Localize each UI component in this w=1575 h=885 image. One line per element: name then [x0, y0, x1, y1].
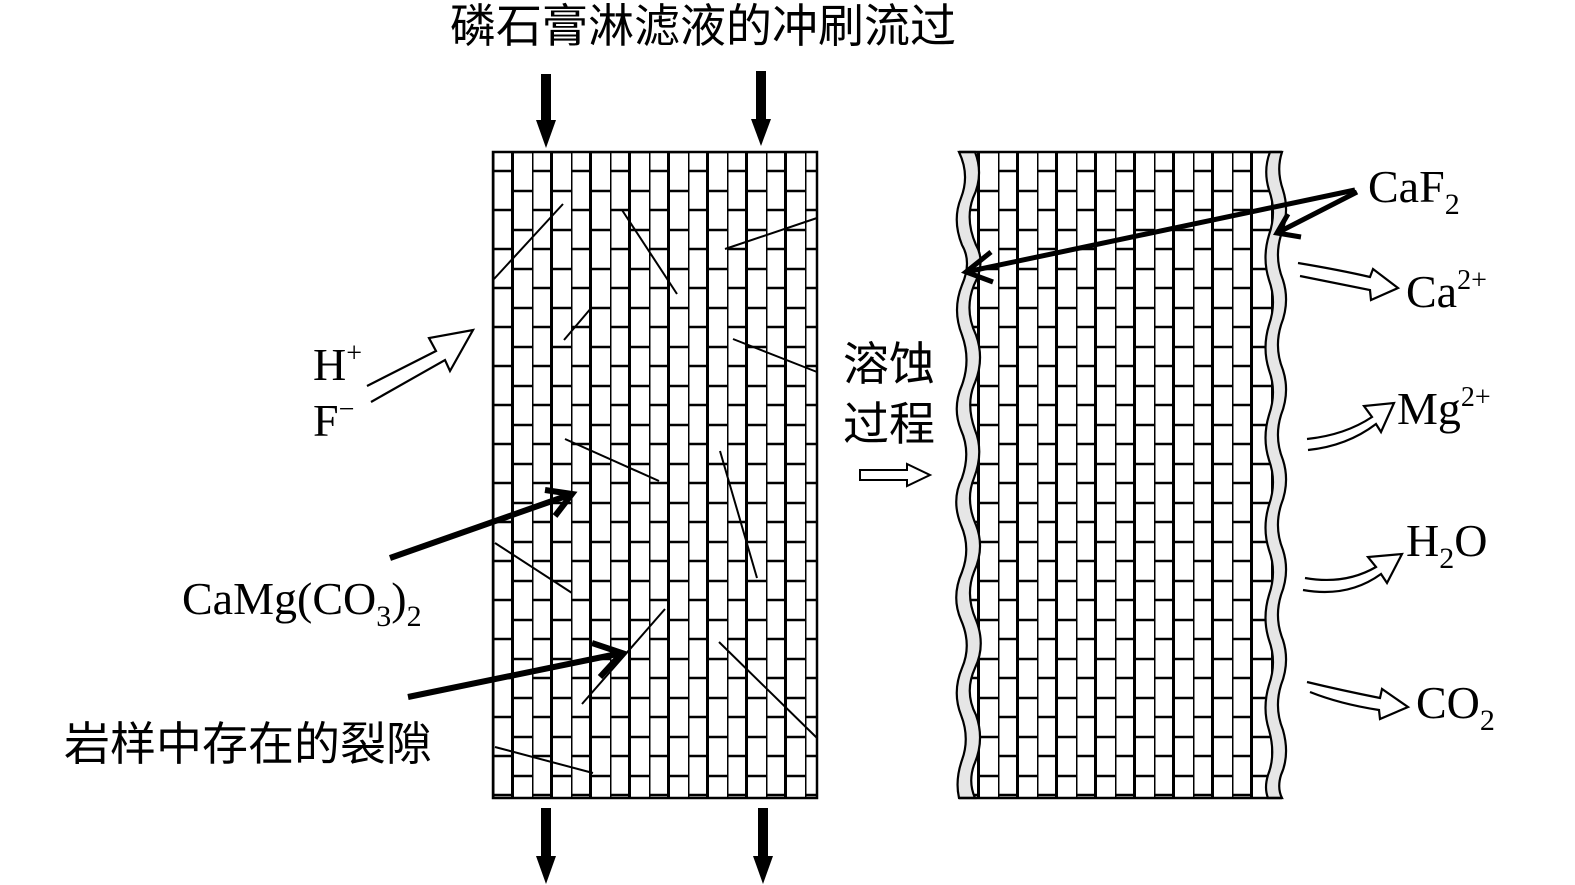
mineral-pointer-arrow-icon — [389, 487, 578, 561]
process-label-line2: 过程 — [843, 397, 935, 451]
crack — [718, 641, 818, 739]
crack — [621, 209, 678, 295]
ion-label-f: F− — [313, 394, 354, 446]
crack — [732, 338, 818, 373]
precipitate-label: CaF2 — [1368, 161, 1460, 221]
crack — [493, 203, 564, 280]
product-label-co2: CO2 — [1416, 677, 1495, 737]
hollow-arrow-ions-icon — [366, 328, 476, 403]
crack-pointer-arrow-icon — [407, 640, 628, 700]
crack — [563, 306, 593, 341]
product-label-mg: Mg2+ — [1397, 382, 1491, 434]
cracks — [493, 203, 818, 774]
inflow-arrow-left-icon — [536, 74, 556, 148]
hollow-arrow-mg-icon — [1306, 401, 1396, 452]
precipitate-pointer-arrows-icon — [960, 187, 1359, 285]
ion-label-h: H+ — [313, 338, 362, 390]
crack — [564, 438, 660, 482]
hollow-arrow-h2o-icon — [1302, 552, 1404, 594]
crack — [494, 542, 573, 594]
process-label-line1: 溶蚀 — [843, 337, 935, 391]
mineral-label: CaMg(CO3)2 — [182, 573, 422, 633]
crack-label: 岩样中存在的裂隙 — [64, 717, 432, 771]
product-label-ca: Ca2+ — [1406, 265, 1487, 317]
crack — [724, 217, 818, 250]
crack — [494, 746, 594, 774]
rock-sample-before — [491, 150, 819, 800]
crack — [581, 608, 666, 705]
process-arrow-icon — [859, 462, 933, 488]
hollow-arrow-co2-icon — [1306, 680, 1411, 721]
inflow-arrow-right-icon — [751, 71, 771, 146]
rock-sample-after — [955, 150, 1288, 800]
hollow-arrow-ca-icon — [1297, 261, 1401, 302]
product-label-h2o: H2O — [1406, 515, 1487, 575]
crack — [719, 450, 758, 579]
diagram-title: 磷石膏淋滤液的冲刷流过 — [450, 0, 956, 53]
outflow-arrow-right-icon — [753, 808, 773, 884]
outflow-arrow-left-icon — [536, 808, 556, 884]
